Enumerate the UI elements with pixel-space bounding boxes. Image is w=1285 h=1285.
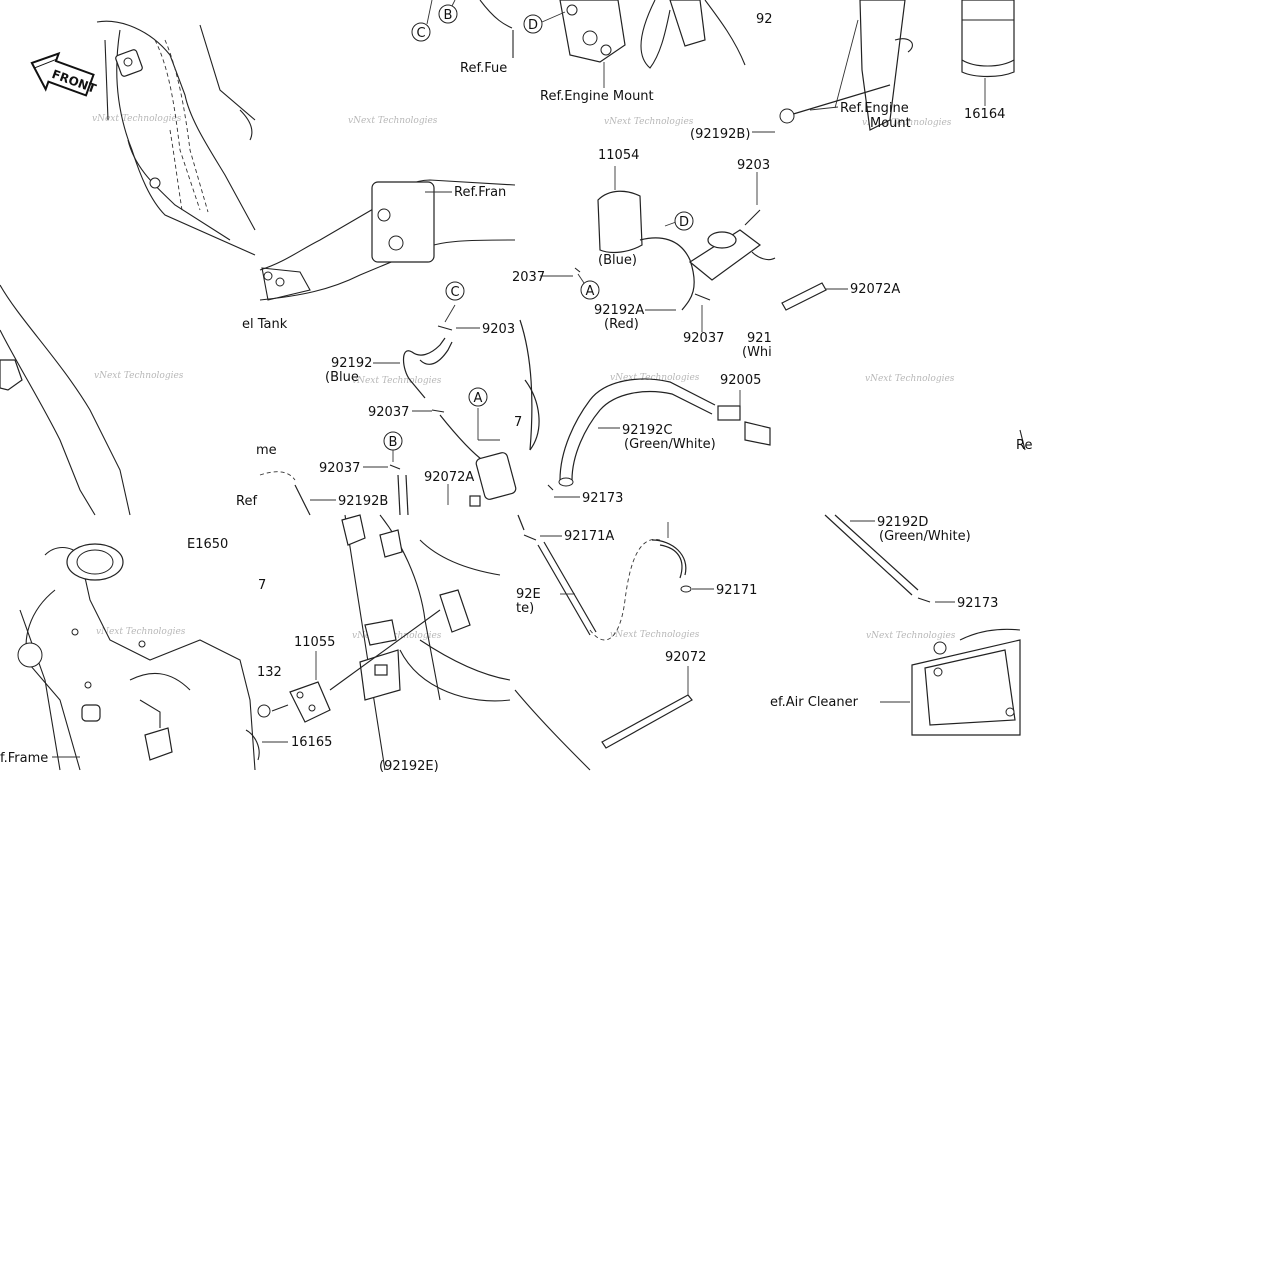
part-number-label: (92192E) — [379, 759, 439, 774]
hose-color-label: (Green/White) — [879, 529, 971, 544]
watermark: vNext Technologies — [348, 116, 438, 126]
watermarks: vNext Technologies vNext Technologies vN… — [92, 114, 956, 641]
hose-color-label: (Whi — [742, 345, 772, 360]
svg-text:D: D — [679, 215, 689, 230]
watermark: vNext Technologies — [865, 374, 955, 384]
part-number-label: 92192A — [594, 303, 644, 318]
part-number-label: 92037 — [368, 405, 409, 420]
svg-text:C: C — [450, 285, 459, 300]
part-number-label: 11054 — [598, 148, 639, 163]
part-number-label: 2037 — [512, 270, 545, 285]
part-number-label: 92E — [516, 587, 541, 602]
ref-label: Ref.Engine Mount — [540, 89, 654, 104]
hose-color-label: te) — [516, 601, 534, 616]
part-number-label: (92192B) — [690, 127, 750, 142]
frame-head-illustration — [96, 20, 256, 256]
diagram-code: E1650 — [187, 537, 228, 552]
callouts: C B D D C A A — [383, 0, 694, 462]
air-cleaner — [824, 514, 1021, 736]
part-number-label: 92173 — [957, 596, 998, 611]
ref-label: Ref.Engine — [840, 101, 909, 116]
part-number-label: 92072A — [424, 470, 474, 485]
bracket-11055 — [245, 514, 511, 771]
callout-b: B — [383, 431, 403, 462]
part-number-label: 92192C — [622, 423, 672, 438]
part-number-label: 92072 — [665, 650, 706, 665]
part-number-label: 92072A — [850, 282, 900, 297]
callout-d: D — [523, 11, 566, 34]
part-number-label: 16164 — [964, 107, 1005, 122]
watermark: vNext Technologies — [352, 631, 442, 641]
watermark: vNext Technologies — [610, 373, 700, 383]
hose-assembly-lower — [514, 484, 714, 771]
svg-text:B: B — [444, 8, 453, 23]
svg-text:C: C — [416, 26, 425, 41]
part-number-label: 16165 — [291, 735, 332, 750]
hose-assembly-center — [540, 166, 848, 332]
watermark: vNext Technologies — [862, 118, 952, 128]
ref-label: Mount — [870, 116, 911, 131]
front-arrow-badge: FRONT — [30, 51, 99, 97]
part-number-label: 92192D — [877, 515, 928, 530]
ref-label: Re — [1016, 438, 1032, 453]
ref-label: f.Frame — [0, 751, 48, 766]
part-number-label: 9203 — [737, 158, 770, 173]
part-number-label: 92 — [756, 12, 773, 27]
svg-text:A: A — [474, 391, 483, 406]
part-number-label: 92037 — [319, 461, 360, 476]
frame-lower-illustration — [0, 284, 256, 771]
ref-label: ef.Air Cleaner — [770, 695, 859, 710]
ref-label: me — [256, 443, 277, 458]
part-number-label: 9203 — [482, 322, 515, 337]
ref-label: Ref.Fran — [454, 185, 506, 200]
ref-label: Ref.Fue — [460, 61, 507, 76]
callout-d: D — [674, 211, 694, 231]
ref-label: el Tank — [242, 317, 288, 332]
watermark: vNext Technologies — [610, 630, 700, 640]
part-number-label: 92171 — [716, 583, 757, 598]
part-number-label: 7 — [514, 415, 522, 430]
watermark: vNext Technologies — [94, 371, 184, 381]
watermark: vNext Technologies — [604, 117, 694, 127]
callout-b: B — [438, 0, 458, 24]
hose-92192c — [558, 378, 771, 487]
svg-text:A: A — [586, 284, 595, 299]
part-number-label: 92192 — [331, 356, 372, 371]
right-area — [1019, 429, 1026, 451]
part-number-label: 92005 — [720, 373, 761, 388]
hose-assembly-left — [259, 304, 540, 516]
svg-text:B: B — [389, 435, 398, 450]
watermark: vNext Technologies — [92, 114, 182, 124]
part-number-label: 921 — [747, 331, 772, 346]
engine-mount-bracket — [559, 0, 746, 88]
watermark: vNext Technologies — [96, 627, 186, 637]
part-labels: Ref.Fue Ref.Engine Mount 92 Ref.Engine M… — [0, 12, 1032, 774]
part-number-label: 92192B — [338, 494, 388, 509]
part-number-label: 7 — [258, 578, 266, 593]
hose-color-label: (Red) — [604, 317, 639, 332]
part-number-label: 132 — [257, 665, 282, 680]
watermark: vNext Technologies — [352, 376, 442, 386]
hose-color-label: (Blue) — [598, 253, 637, 268]
hose-color-label: (Green/White) — [624, 437, 716, 452]
part-number-label: 92173 — [582, 491, 623, 506]
callout-c: C — [411, 0, 433, 42]
canister-16164 — [752, 0, 1015, 133]
watermark: vNext Technologies — [866, 631, 956, 641]
part-number-label: 11055 — [294, 635, 335, 650]
fuel-tank-illustration — [259, 0, 516, 301]
ref-label: Ref — [236, 494, 257, 509]
callout-a: A — [468, 387, 488, 407]
hose-color-label: (Blue — [325, 370, 359, 385]
part-number-label: 92171A — [564, 529, 614, 544]
svg-text:D: D — [528, 18, 538, 33]
part-number-label: 92037 — [683, 331, 724, 346]
callout-a: A — [577, 273, 600, 300]
callout-c: C — [445, 281, 465, 301]
